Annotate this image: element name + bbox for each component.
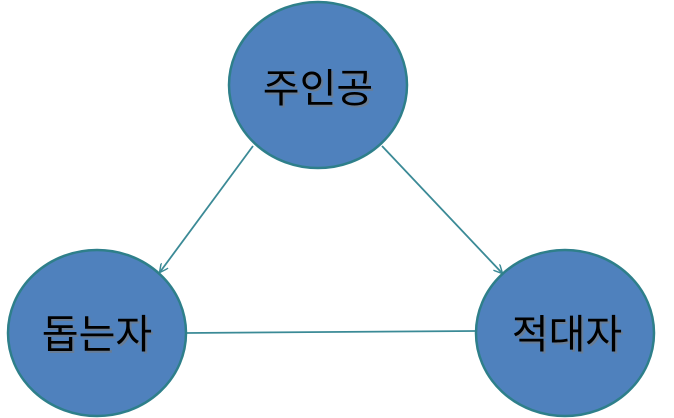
node-helper-circle bbox=[6, 248, 188, 418]
edge-helper-antagonist bbox=[185, 330, 477, 334]
node-helper: 돕는자 돕는자 bbox=[6, 248, 188, 418]
node-helper-label: 돕는자 bbox=[42, 312, 152, 358]
node-protagonist-label-shadow: 주인공 bbox=[265, 68, 375, 114]
node-antagonist-label: 적대자 bbox=[512, 312, 622, 358]
edge-protagonist-to-helper bbox=[160, 145, 254, 272]
node-protagonist: 주인공 주인공 bbox=[227, 0, 409, 170]
node-protagonist-circle bbox=[227, 0, 409, 170]
node-antagonist-circle bbox=[474, 248, 656, 418]
node-antagonist: 적대자 적대자 bbox=[474, 248, 656, 418]
node-antagonist-label-shadow: 적대자 bbox=[514, 314, 624, 360]
node-helper-label-shadow: 돕는자 bbox=[44, 314, 154, 360]
edge-protagonist-to-antagonist bbox=[381, 145, 502, 273]
node-protagonist-label: 주인공 bbox=[263, 66, 373, 112]
